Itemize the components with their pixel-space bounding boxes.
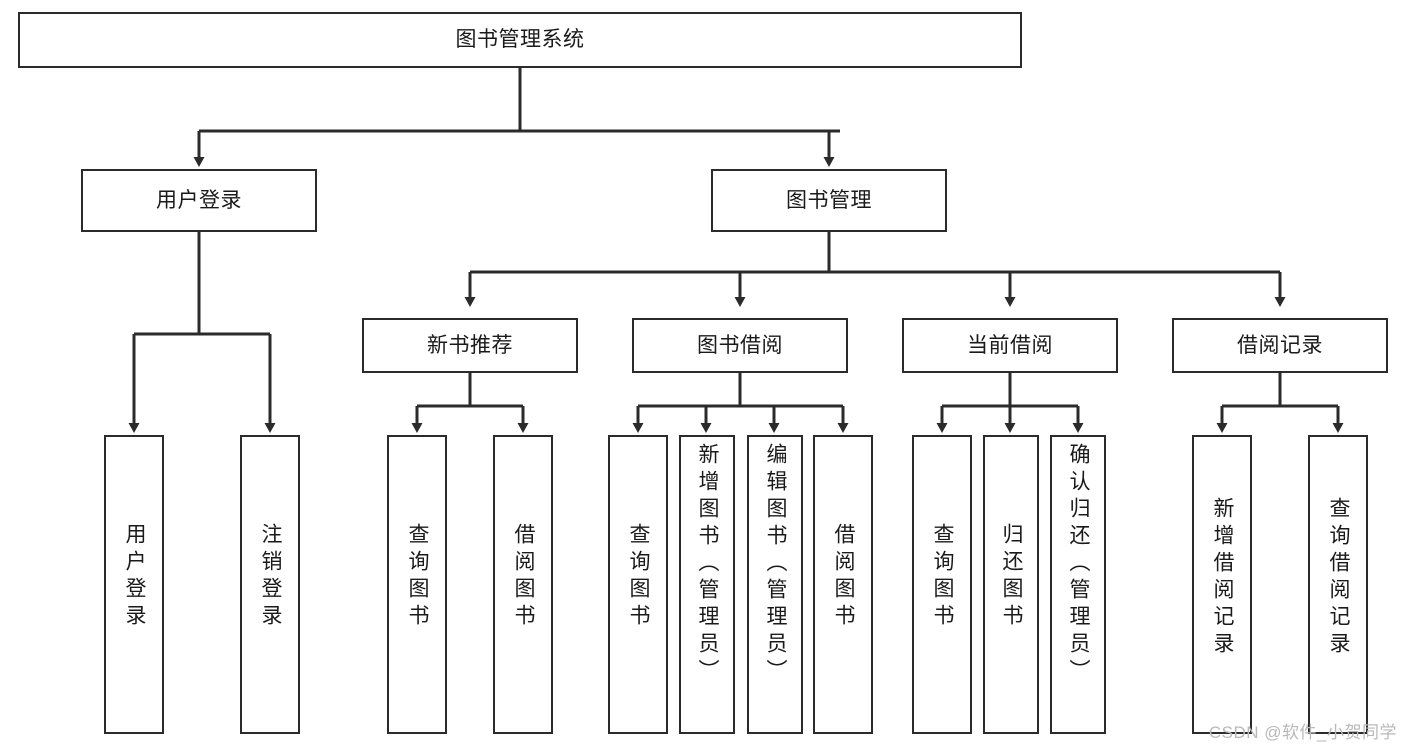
node-user-login[interactable]: 用户登录 — [81, 169, 317, 232]
node-label: 用户登录 — [123, 523, 147, 631]
node-label: 查询图书 — [931, 523, 955, 631]
node-label: 新增借阅记录 — [1211, 497, 1235, 659]
node-label: 编辑图书（管理员） — [764, 443, 788, 686]
node-label: 新增图书（管理员） — [696, 443, 720, 686]
node-label: 图书管理系统 — [455, 28, 585, 52]
node-book-management[interactable]: 图书管理 — [711, 169, 947, 232]
leaf-add-borrow-record[interactable]: 新增借阅记录 — [1192, 435, 1252, 734]
node-label: 图书管理 — [786, 188, 872, 212]
leaf-borrow-book[interactable]: 借阅图书 — [813, 435, 873, 734]
leaf-confirm-return-admin[interactable]: 确认归还（管理员） — [1050, 435, 1106, 734]
node-book-borrow[interactable]: 图书借阅 — [632, 318, 848, 373]
node-label: 用户登录 — [156, 188, 242, 212]
watermark-text: CSDN @软件_小贺同学 — [1208, 723, 1397, 742]
leaf-logout-login[interactable]: 注销登录 — [240, 435, 300, 734]
node-label: 图书借阅 — [697, 333, 783, 357]
leaf-return-book[interactable]: 归还图书 — [983, 435, 1039, 734]
node-label: 确认归还（管理员） — [1067, 443, 1091, 686]
node-new-book-recommend[interactable]: 新书推荐 — [362, 318, 578, 373]
leaf-query-book-recommend[interactable]: 查询图书 — [387, 435, 447, 734]
node-label: 借阅图书 — [832, 523, 856, 631]
node-label: 归还图书 — [1000, 523, 1024, 631]
node-current-borrow[interactable]: 当前借阅 — [902, 318, 1118, 373]
leaf-borrow-book-recommend[interactable]: 借阅图书 — [493, 435, 553, 734]
leaf-edit-book-admin[interactable]: 编辑图书（管理员） — [747, 435, 803, 734]
node-root-system[interactable]: 图书管理系统 — [18, 12, 1022, 68]
node-label: 当前借阅 — [967, 333, 1053, 357]
node-label: 借阅记录 — [1237, 333, 1323, 357]
node-label: 新书推荐 — [427, 333, 513, 357]
leaf-query-book-borrow[interactable]: 查询图书 — [608, 435, 668, 734]
node-label: 查询图书 — [627, 523, 651, 631]
leaf-add-book-admin[interactable]: 新增图书（管理员） — [679, 435, 735, 734]
leaf-query-borrow-record[interactable]: 查询借阅记录 — [1308, 435, 1368, 734]
node-label: 查询借阅记录 — [1327, 497, 1351, 659]
node-label: 注销登录 — [259, 523, 283, 631]
leaf-user-login[interactable]: 用户登录 — [104, 435, 164, 734]
leaf-query-book-current[interactable]: 查询图书 — [912, 435, 972, 734]
node-label: 查询图书 — [406, 523, 430, 631]
node-label: 借阅图书 — [512, 523, 536, 631]
node-borrow-record[interactable]: 借阅记录 — [1172, 318, 1388, 373]
